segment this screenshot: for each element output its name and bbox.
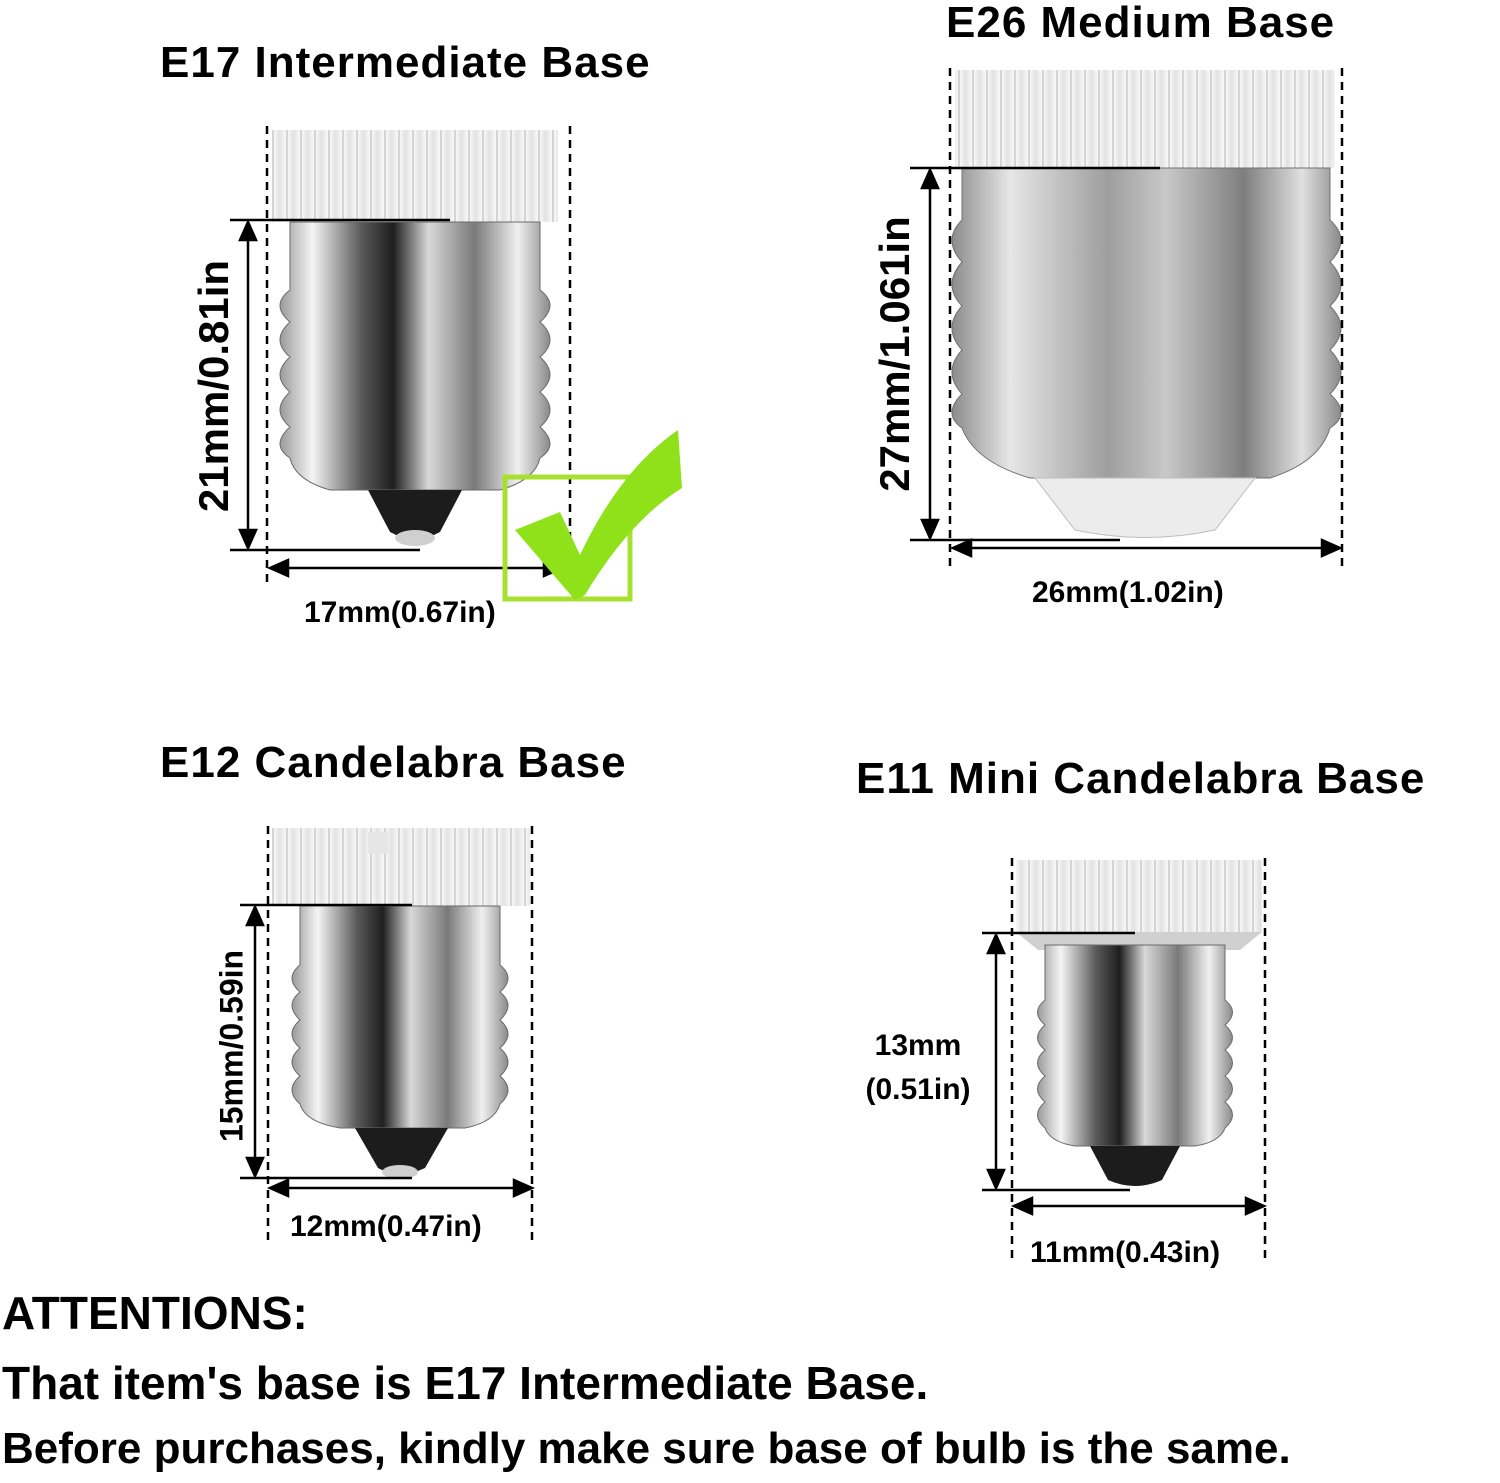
e11-height-label: 13mm (0.51in) <box>848 1024 988 1112</box>
e11-title: E11 Mini Candelabra Base <box>856 754 1426 803</box>
e11-width-label: 11mm(0.43in) <box>1030 1236 1221 1269</box>
e26-height-label: 27mm/1.061in <box>871 216 918 492</box>
e12-screw-shell <box>291 905 509 1129</box>
e12-width-label: 12mm(0.47in) <box>290 1210 482 1243</box>
e17-height-label: 21mm/0.81in <box>190 259 237 513</box>
e26-title: E26 Medium Base <box>946 0 1336 47</box>
e26-plastic-collar <box>955 70 1335 168</box>
e12-dimension-lines <box>240 826 536 1240</box>
e11-screw-shell <box>1037 944 1233 1147</box>
e11-bulb-base <box>1016 860 1262 1186</box>
e26-width-label: 26mm(1.02in) <box>1032 576 1224 609</box>
checkmark-icon <box>502 430 682 602</box>
e12-plastic-collar <box>272 828 530 906</box>
e26-bulb-base <box>951 70 1342 538</box>
e12-contact <box>355 1128 448 1174</box>
attentions-line2: Before purchases, kindly make sure base … <box>2 1424 1291 1473</box>
e17-contact <box>368 490 462 539</box>
e11-plastic-collar <box>1016 860 1262 932</box>
attentions-line1: That item's base is E17 Intermediate Bas… <box>2 1357 929 1409</box>
e26-dimension-lines <box>910 68 1344 572</box>
e11-height-line2: (0.51in) <box>865 1073 971 1106</box>
e11-contact <box>1090 1146 1180 1186</box>
e17-width-label: 17mm(0.67in) <box>304 596 496 629</box>
attentions-heading: ATTENTIONS: <box>2 1287 308 1339</box>
e17-screw-shell <box>279 221 551 491</box>
e12-title: E12 Candelabra Base <box>160 738 627 787</box>
e17-bulb-base <box>272 130 558 546</box>
e12-bulb-base <box>272 828 530 1179</box>
e11-dimension-lines <box>982 858 1268 1262</box>
e17-title: E17 Intermediate Base <box>160 38 651 87</box>
e11-height-line1: 13mm <box>874 1029 962 1062</box>
e12-height-label: 15mm/0.59in <box>213 949 250 1143</box>
e26-contact <box>1033 477 1257 538</box>
e17-plastic-collar <box>272 130 558 222</box>
e26-screw-shell <box>951 167 1342 479</box>
